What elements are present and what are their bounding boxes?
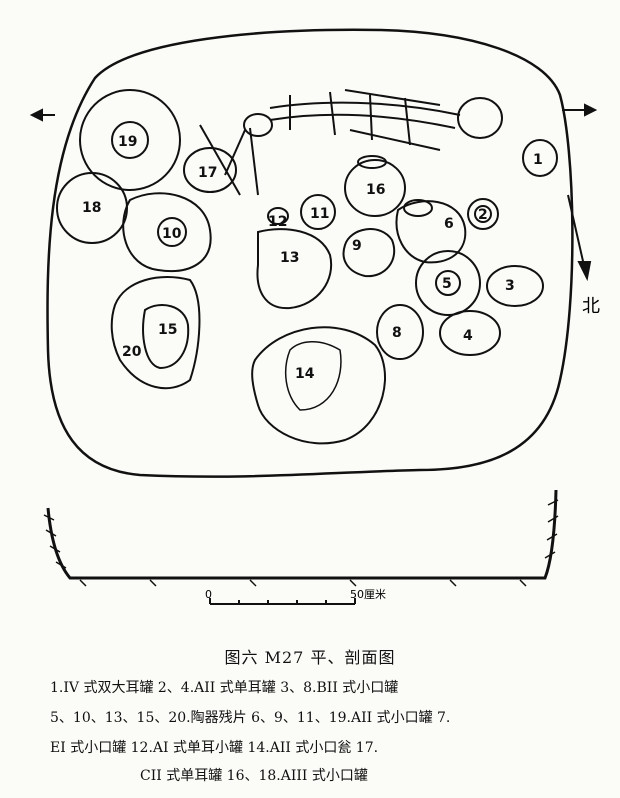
label-8: 8 xyxy=(392,325,402,341)
vessels xyxy=(56,89,558,445)
label-4: 4 xyxy=(463,328,473,344)
vessel-8 xyxy=(376,304,424,360)
vessel-4 xyxy=(439,310,501,356)
vessel-5 xyxy=(415,250,481,316)
vessel-2 xyxy=(467,198,499,230)
vessel-14 xyxy=(251,326,386,445)
section-line xyxy=(29,103,598,122)
vessel-10 xyxy=(122,192,212,272)
label-3: 3 xyxy=(505,278,515,294)
label-11: 11 xyxy=(310,206,329,222)
label-9: 9 xyxy=(352,238,362,254)
label-18: 18 xyxy=(82,200,101,216)
vessel-19 xyxy=(79,89,181,191)
label-14: 14 xyxy=(295,366,315,382)
label-1: 1 xyxy=(533,152,543,168)
scale-label-end: 50厘米 xyxy=(350,588,386,601)
vessel-16 xyxy=(344,159,406,217)
label-16: 16 xyxy=(366,182,385,198)
artifact-number-labels: 1 2 3 4 5 6 8 9 10 11 12 13 14 15 16 17 … xyxy=(82,134,543,382)
vessel-20 xyxy=(110,276,201,390)
tomb-pit-outline xyxy=(46,28,574,478)
vessel-13 xyxy=(256,228,333,310)
label-2: 2 xyxy=(478,207,488,223)
legend-line-2: 5、10、13、15、20.陶器残片 6、9、11、19.AII 式小口罐 7. xyxy=(50,710,451,726)
label-20: 20 xyxy=(122,344,142,360)
legend-line-4: CII 式单耳罐 16、18.AIII 式小口罐 xyxy=(140,768,368,784)
tomb-plan-diagram: 北 xyxy=(29,28,600,605)
vessel-11 xyxy=(300,194,336,230)
north-label: 北 xyxy=(582,296,600,317)
vessel-12 xyxy=(267,207,289,225)
label-17: 17 xyxy=(198,165,217,181)
section-profile xyxy=(46,489,558,580)
vessel-9 xyxy=(342,228,396,278)
label-13: 13 xyxy=(280,250,299,266)
section-hatching xyxy=(43,499,559,587)
scale-bar xyxy=(209,598,356,605)
label-15: 15 xyxy=(158,322,177,338)
figure-caption: 图六 M27 平、剖面图 xyxy=(224,648,396,667)
legend-line-1: 1.IV 式双大耳罐 2、4.AII 式单耳罐 3、8.BII 式小口罐 xyxy=(50,680,399,696)
label-12: 12 xyxy=(268,214,287,230)
label-6: 6 xyxy=(444,216,454,232)
scale-label-start: 0 xyxy=(205,588,212,601)
label-5: 5 xyxy=(442,276,452,292)
vessel-3 xyxy=(486,265,544,307)
vessel-15 xyxy=(142,304,190,370)
legend-line-3: EI 式小口罐 12.AI 式单耳小罐 14.AII 式小口瓮 17. xyxy=(50,740,379,756)
skeleton xyxy=(199,89,503,196)
vessel-1 xyxy=(522,139,558,177)
vessel-17 xyxy=(183,147,237,193)
label-10: 10 xyxy=(162,226,182,242)
vessel-7 xyxy=(403,199,433,217)
label-19: 19 xyxy=(118,134,137,150)
north-arrow-icon xyxy=(567,194,592,282)
